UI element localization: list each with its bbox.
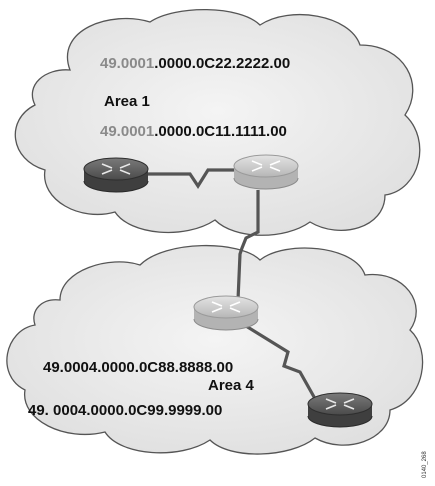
area1-mid-system-id: .0000.0C11.1111.00 <box>154 123 287 140</box>
area4-left-area-id: 49.0004 <box>43 359 98 376</box>
area4-bottom-area-id: 49. 0004 <box>28 402 87 419</box>
area1-top-system-id: .0000.0C22.2222.00 <box>154 55 290 72</box>
router-icon <box>307 392 373 428</box>
link-inter-area <box>236 190 260 301</box>
area1-label: Area 1 <box>104 93 150 110</box>
area1-top-area-id: 49.0001 <box>100 55 154 72</box>
router-icon <box>233 154 299 190</box>
area1-address-top: 49.0001.0000.0C22.2222.00 <box>100 55 290 72</box>
area4-left-system-id: .0000.0C88.8888.00 <box>97 359 233 376</box>
area4-label: Area 4 <box>208 377 255 394</box>
link-area1-routers <box>148 168 240 189</box>
area4-address-bottom: 49. 0004.0000.0C99.9999.00 <box>28 402 222 419</box>
router-icon <box>83 157 149 193</box>
area1-mid-area-id: 49.0001 <box>100 123 154 140</box>
area4-bottom-system-id: .0000.0C99.9999.00 <box>86 402 222 419</box>
figure-id: 0140_268 <box>422 451 428 478</box>
link-area4-routers <box>245 324 320 405</box>
area1-address-mid: 49.0001.0000.0C11.1111.00 <box>100 123 287 140</box>
area4-address-left: 49.0004.0000.0C88.8888.00 <box>43 359 233 376</box>
router-icon <box>193 295 259 331</box>
